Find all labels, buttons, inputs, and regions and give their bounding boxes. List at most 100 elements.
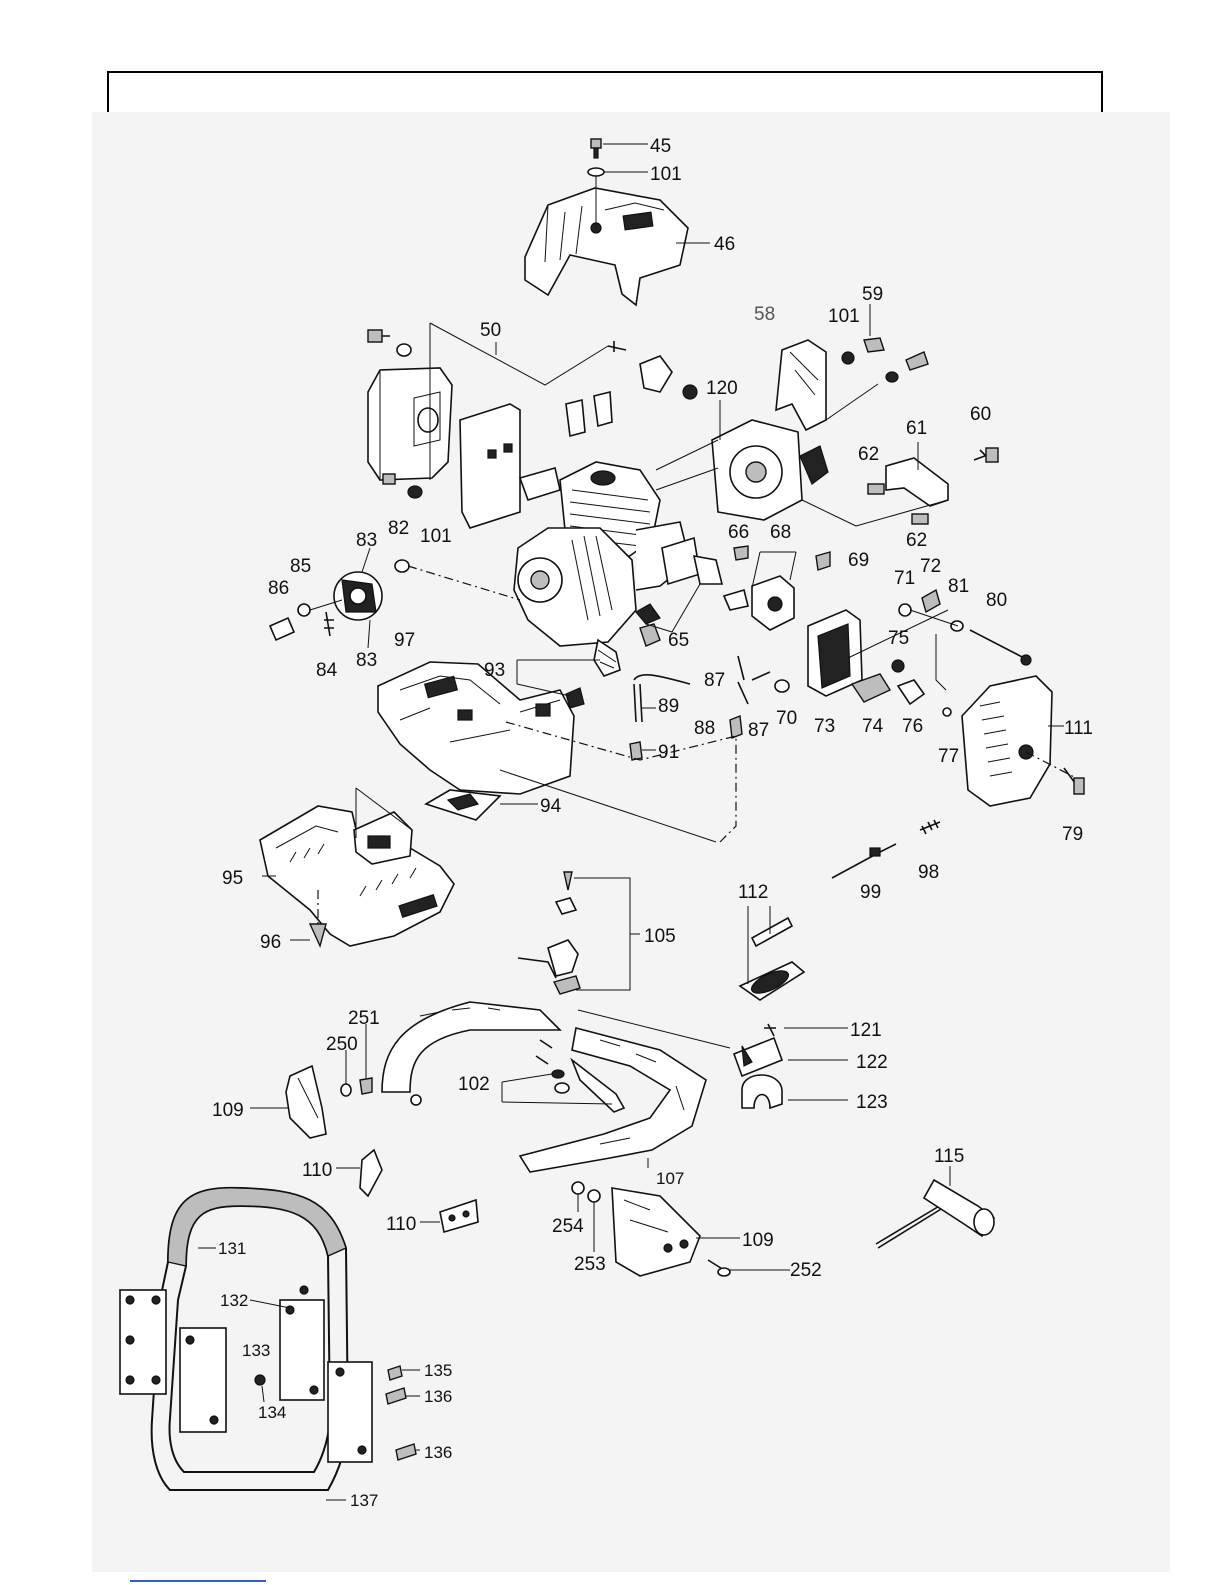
part-label: 65 <box>668 630 689 651</box>
clip-77 <box>943 708 951 716</box>
wrench-115 <box>876 1166 994 1248</box>
starter-cover-58 <box>776 340 826 430</box>
grommet-70 <box>775 680 789 692</box>
part-label: 66 <box>728 522 749 543</box>
part-label: 79 <box>1062 824 1083 845</box>
part-label: 253 <box>574 1254 606 1275</box>
filter-88 <box>730 716 742 738</box>
plate-right-inner <box>280 1300 324 1400</box>
spring-84 <box>324 612 334 636</box>
part-label: 251 <box>348 1008 380 1029</box>
part-label: 111 <box>1064 718 1093 739</box>
spring-98 <box>920 820 940 834</box>
part-label: 101 <box>650 164 682 185</box>
part-label: 133 <box>242 1341 270 1360</box>
part-label: 80 <box>986 590 1007 611</box>
part-label: 89 <box>658 696 679 717</box>
bracket-61 <box>886 458 948 506</box>
part-label: 61 <box>906 418 927 439</box>
muffler-gasket-plate <box>460 404 520 528</box>
part-label: 76 <box>902 716 923 737</box>
bolt-251 <box>360 1078 372 1094</box>
part-label: 95 <box>222 868 243 889</box>
bolt-135 <box>388 1366 402 1380</box>
carburetor-assembly <box>636 538 830 632</box>
part-label: 46 <box>714 234 735 255</box>
washer-254 <box>572 1182 584 1194</box>
part-label: 75 <box>888 628 909 649</box>
part-label: 109 <box>212 1100 244 1121</box>
part-label: 136 <box>424 1443 452 1462</box>
part-label: 59 <box>862 284 883 305</box>
part-label: 50 <box>480 320 501 341</box>
bolt-60 <box>986 448 998 462</box>
rubber-62-lower <box>912 514 928 524</box>
part-label: 62 <box>858 444 879 465</box>
fitting-69 <box>816 552 830 570</box>
bracket-110-b <box>440 1200 478 1232</box>
plate-76 <box>898 680 924 704</box>
washer-253 <box>588 1190 600 1202</box>
part-label: 102 <box>458 1074 490 1095</box>
engine-cover-assembly <box>525 139 710 305</box>
part-label: 107 <box>656 1169 684 1188</box>
part-label: 135 <box>424 1361 452 1380</box>
part-label: 70 <box>776 708 797 729</box>
cap-93 <box>594 640 620 676</box>
part-label: 83 <box>356 530 377 551</box>
part-label: 87 <box>704 670 725 691</box>
part-label: 109 <box>742 1230 774 1251</box>
cover-46 <box>525 188 688 305</box>
footer-link-underline <box>130 1580 266 1582</box>
gasket-68 <box>724 590 748 610</box>
clamp-122 <box>734 1038 782 1076</box>
screw-66 <box>734 546 748 560</box>
part-label: 252 <box>790 1260 822 1281</box>
part-label: 101 <box>828 306 860 327</box>
part-label: 121 <box>850 1020 882 1041</box>
part-label: 91 <box>658 742 679 763</box>
part-label: 87 <box>748 720 769 741</box>
rubber-62-upper <box>868 484 884 494</box>
handle-assembly <box>382 1002 848 1172</box>
nut-133 <box>255 1375 265 1385</box>
part-label: 110 <box>386 1214 416 1235</box>
fuel-pipe-89 <box>634 675 690 684</box>
part-label: 72 <box>920 556 941 577</box>
part-label: 69 <box>848 550 869 571</box>
part-label: 115 <box>934 1146 964 1167</box>
part-label: 254 <box>552 1216 584 1237</box>
part-label: 122 <box>856 1052 888 1073</box>
cable-99 <box>832 844 896 878</box>
grip-112-top <box>752 918 792 946</box>
part-label: 105 <box>644 926 676 947</box>
muffler-deflector <box>640 356 672 392</box>
part-label: 88 <box>694 718 715 739</box>
part-label: 60 <box>970 404 991 425</box>
part-label: 120 <box>706 378 738 399</box>
part-label: 99 <box>860 882 881 903</box>
foam-grip-131 <box>168 1188 346 1266</box>
fuel-tank-97 <box>378 662 574 794</box>
part-label: 86 <box>268 578 289 599</box>
throttle-lever-assembly <box>518 872 640 994</box>
part-label: 93 <box>484 660 505 681</box>
screw-45 <box>591 139 601 148</box>
bracket-110-a <box>360 1150 382 1196</box>
part-label: 137 <box>350 1491 378 1510</box>
part-label: 101 <box>420 526 452 547</box>
bolt-86 <box>270 618 294 640</box>
part-label: 77 <box>938 746 959 767</box>
gasket-65b <box>694 556 722 584</box>
washer-82 <box>395 560 409 572</box>
washer-85 <box>298 604 310 616</box>
part-label: 81 <box>948 576 969 597</box>
bottom-guard-assembly <box>260 788 454 946</box>
part-label: 85 <box>290 556 311 577</box>
plate-left-inner <box>180 1328 226 1432</box>
clamp-123 <box>742 1075 782 1108</box>
part-label: 58 <box>754 304 775 325</box>
throttle-cable-parts <box>740 820 940 1000</box>
part-label: 73 <box>814 716 835 737</box>
